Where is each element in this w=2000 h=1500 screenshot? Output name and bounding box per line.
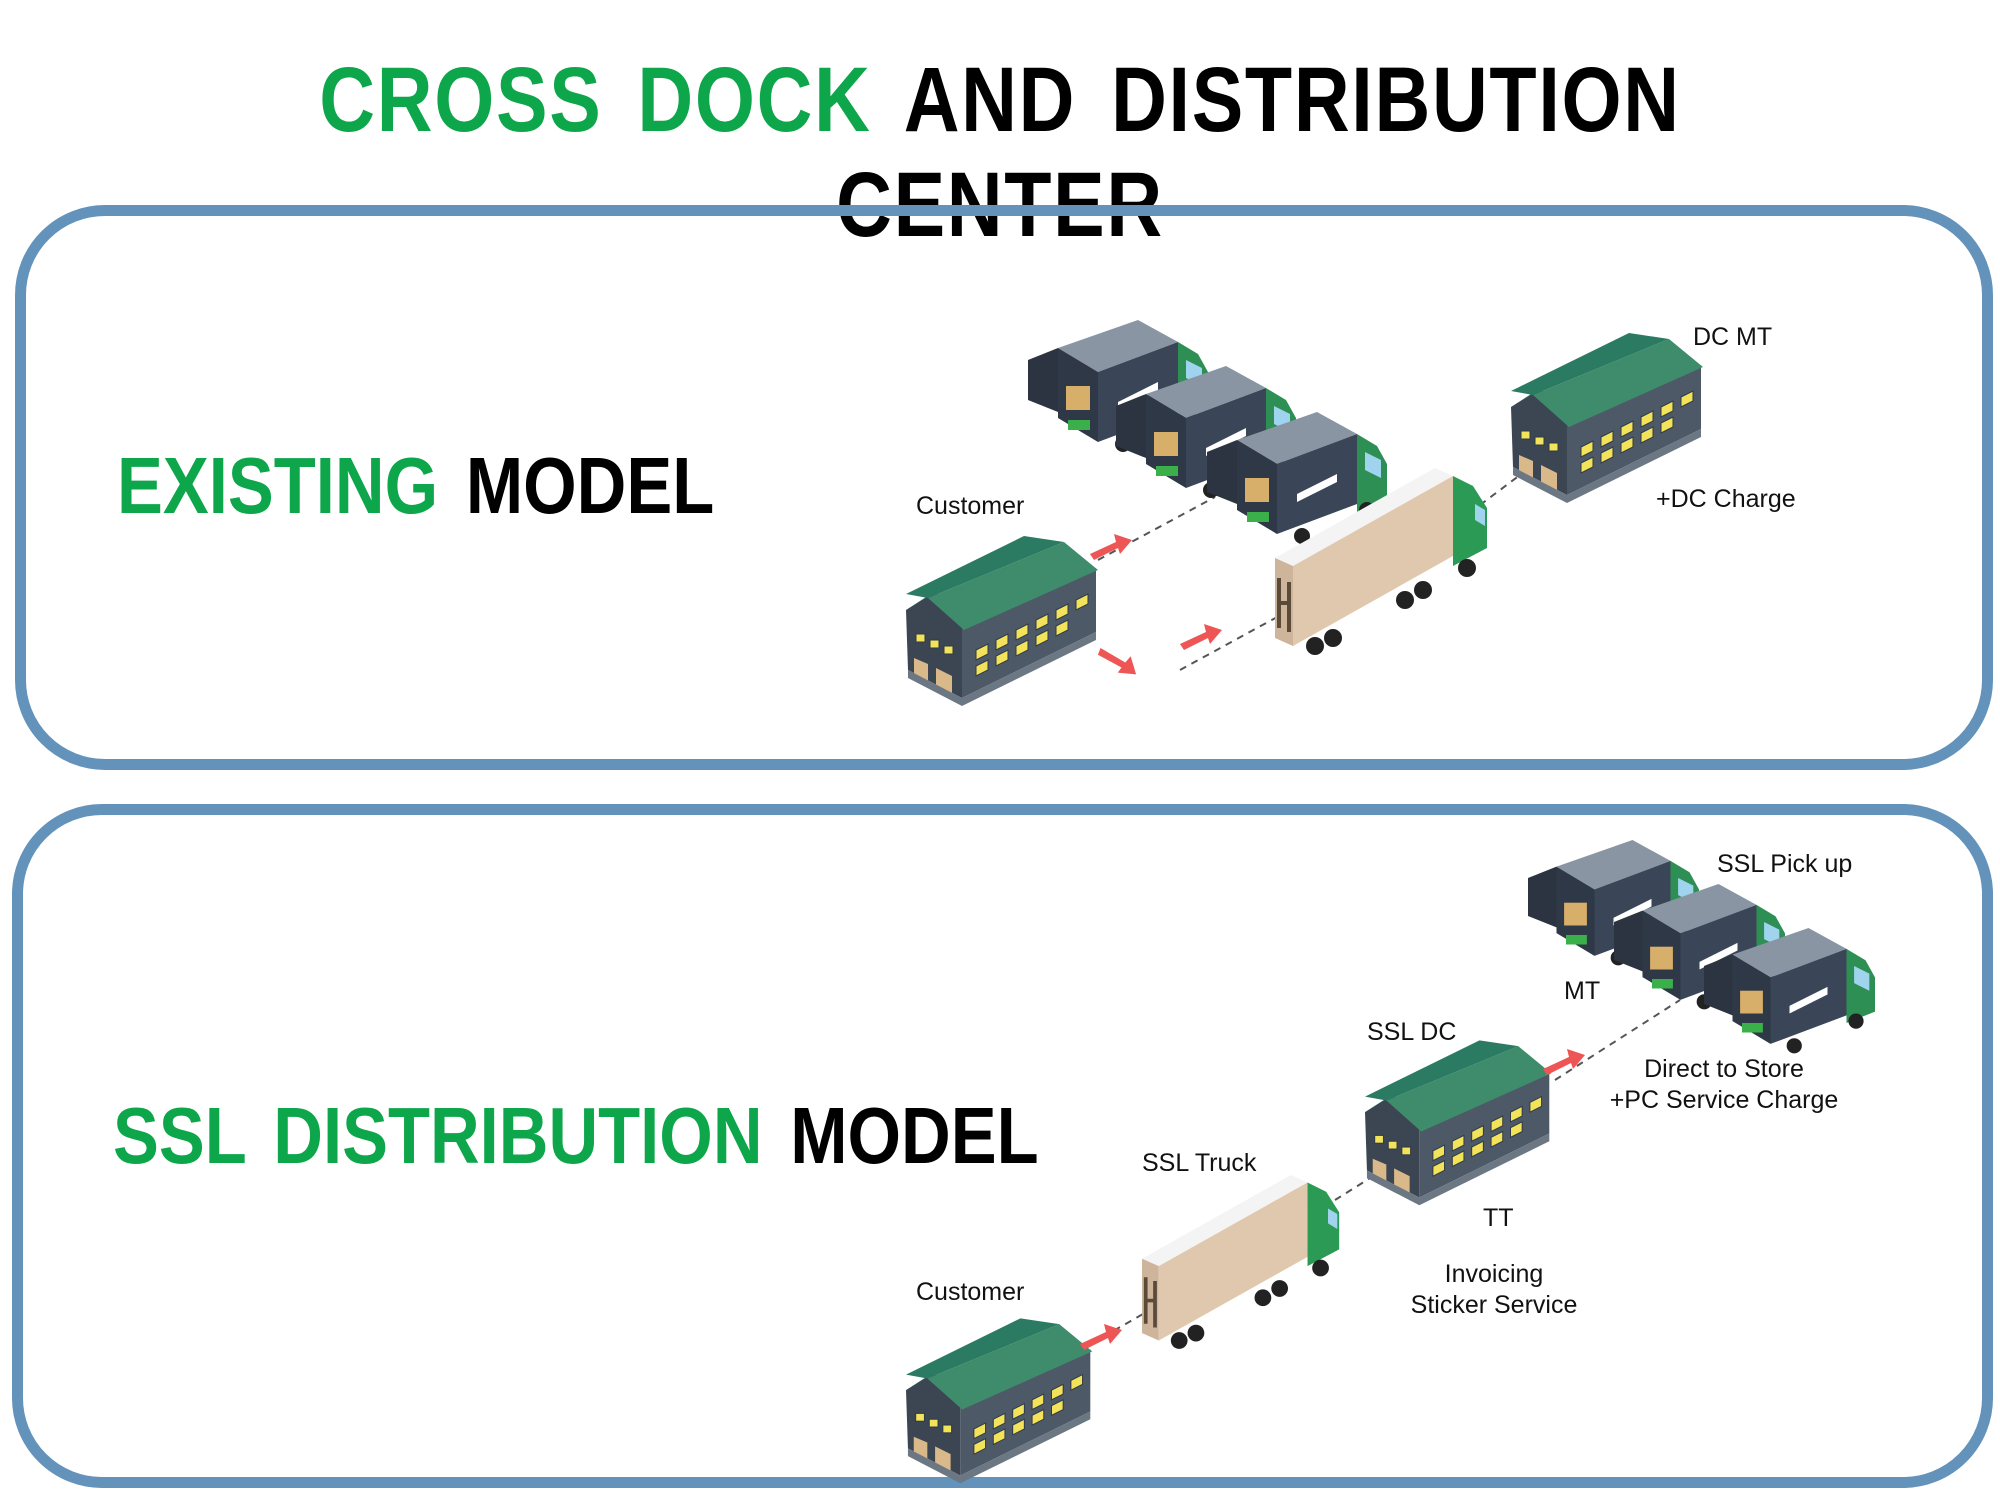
label-ssl-truck: SSL Truck xyxy=(1142,1149,1257,1177)
label-pc-service-charge: +PC Service Charge xyxy=(1609,1086,1839,1114)
arrow-icon xyxy=(1080,1324,1122,1350)
flow-line xyxy=(1334,1174,1376,1201)
heading-green: SSL DISTRIBUTION xyxy=(113,1091,763,1180)
arrow-icon xyxy=(1090,534,1132,560)
ssl-truck-icon xyxy=(1140,1173,1342,1351)
existing-model-heading: EXISTING MODEL xyxy=(117,440,714,532)
label-ssl-pick-up: SSL Pick up xyxy=(1717,850,1853,878)
existing-model-panel xyxy=(15,205,1993,770)
label-ssl-dc: SSL DC xyxy=(1367,1018,1457,1046)
dc-warehouse-icon xyxy=(1510,332,1704,504)
flow-line xyxy=(1554,999,1681,1081)
label-dc-charge: +DC Charge xyxy=(1656,485,1796,513)
ssl-dc-warehouse-icon xyxy=(1364,1039,1552,1206)
label-direct-to-store: Direct to Store xyxy=(1644,1055,1804,1083)
label-customer: Customer xyxy=(916,1278,1025,1306)
customer-warehouse-icon xyxy=(905,535,1099,707)
ssl-model-heading: SSL DISTRIBUTION MODEL xyxy=(113,1090,1039,1182)
arrow-icon xyxy=(1180,624,1222,650)
flow-line xyxy=(1179,609,1291,671)
arrow-icon xyxy=(1543,1049,1585,1075)
label-sticker-service: Sticker Service xyxy=(1410,1291,1578,1319)
heading-black: MODEL xyxy=(465,441,715,530)
label-dc-mt: DC MT xyxy=(1693,323,1773,351)
arrow-icon xyxy=(1095,636,1142,686)
label-customer: Customer xyxy=(916,492,1025,520)
label-mt: MT xyxy=(1564,977,1601,1005)
heading-green: EXISTING xyxy=(117,441,439,530)
label-invoicing: Invoicing xyxy=(1444,1260,1544,1288)
ssl-model-panel xyxy=(12,804,1993,1488)
title-green: CROSS DOCK xyxy=(319,49,872,151)
flow-line xyxy=(1097,496,1216,561)
heading-black: MODEL xyxy=(790,1091,1039,1180)
label-tt: TT xyxy=(1483,1204,1514,1232)
customer-warehouse-icon xyxy=(905,1317,1093,1484)
